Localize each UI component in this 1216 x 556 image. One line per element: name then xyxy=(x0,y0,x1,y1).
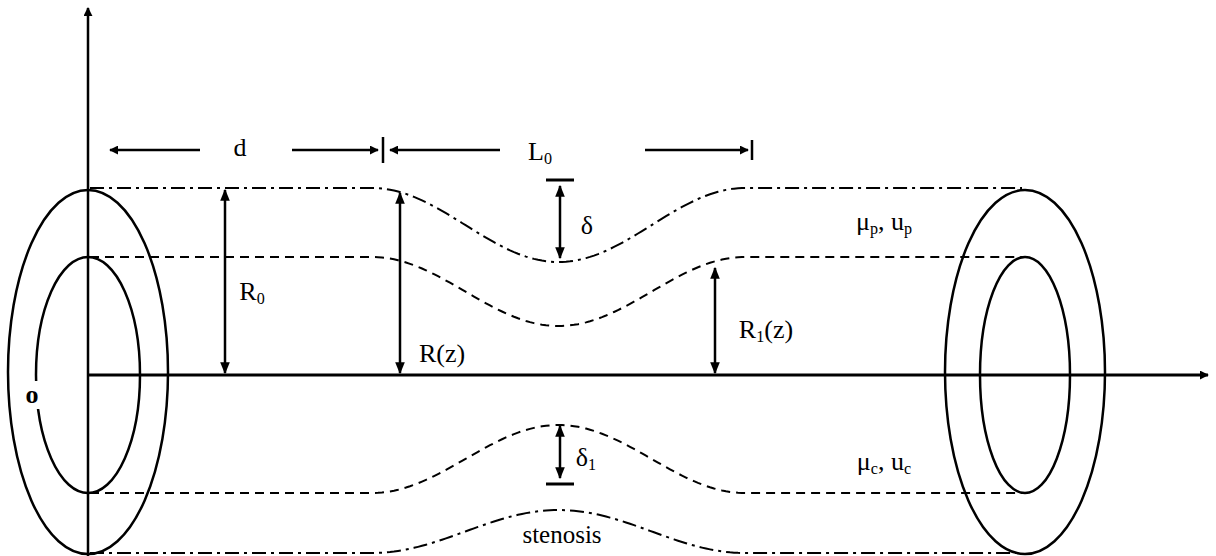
dimension-label: d xyxy=(232,134,249,162)
outer-wall-bottom xyxy=(90,510,1022,553)
dimension-label: R1(z) xyxy=(737,316,795,344)
outer-ellipse-right xyxy=(945,190,1105,554)
dimension-delta1 xyxy=(546,426,574,484)
dimension-label: δ xyxy=(579,212,595,240)
interface-bottom xyxy=(90,425,1022,493)
dimension-l0 xyxy=(390,140,752,160)
stenosis-label: stenosis xyxy=(520,521,603,548)
dimension-label: L0 xyxy=(526,138,554,166)
inner-ellipse-right xyxy=(980,257,1070,493)
horizontal-axis xyxy=(88,374,1208,377)
outer-wall-top xyxy=(90,188,1022,262)
dimension-delta xyxy=(546,180,574,258)
fluid-label: μp, up xyxy=(854,208,914,236)
fluid-label: μc, uc xyxy=(855,448,913,476)
outer-ellipse-left xyxy=(8,190,168,554)
dimension-label: R0 xyxy=(237,278,266,306)
vertical-axis xyxy=(87,8,90,556)
dimension-label: R(z) xyxy=(417,340,467,368)
radius-arrows xyxy=(225,190,715,373)
interface-top xyxy=(90,257,1022,326)
dimension-label: δ1 xyxy=(574,444,598,472)
inner-ellipse-left xyxy=(36,257,140,493)
origin-label: o xyxy=(24,381,41,409)
vessel-walls xyxy=(90,188,1022,553)
